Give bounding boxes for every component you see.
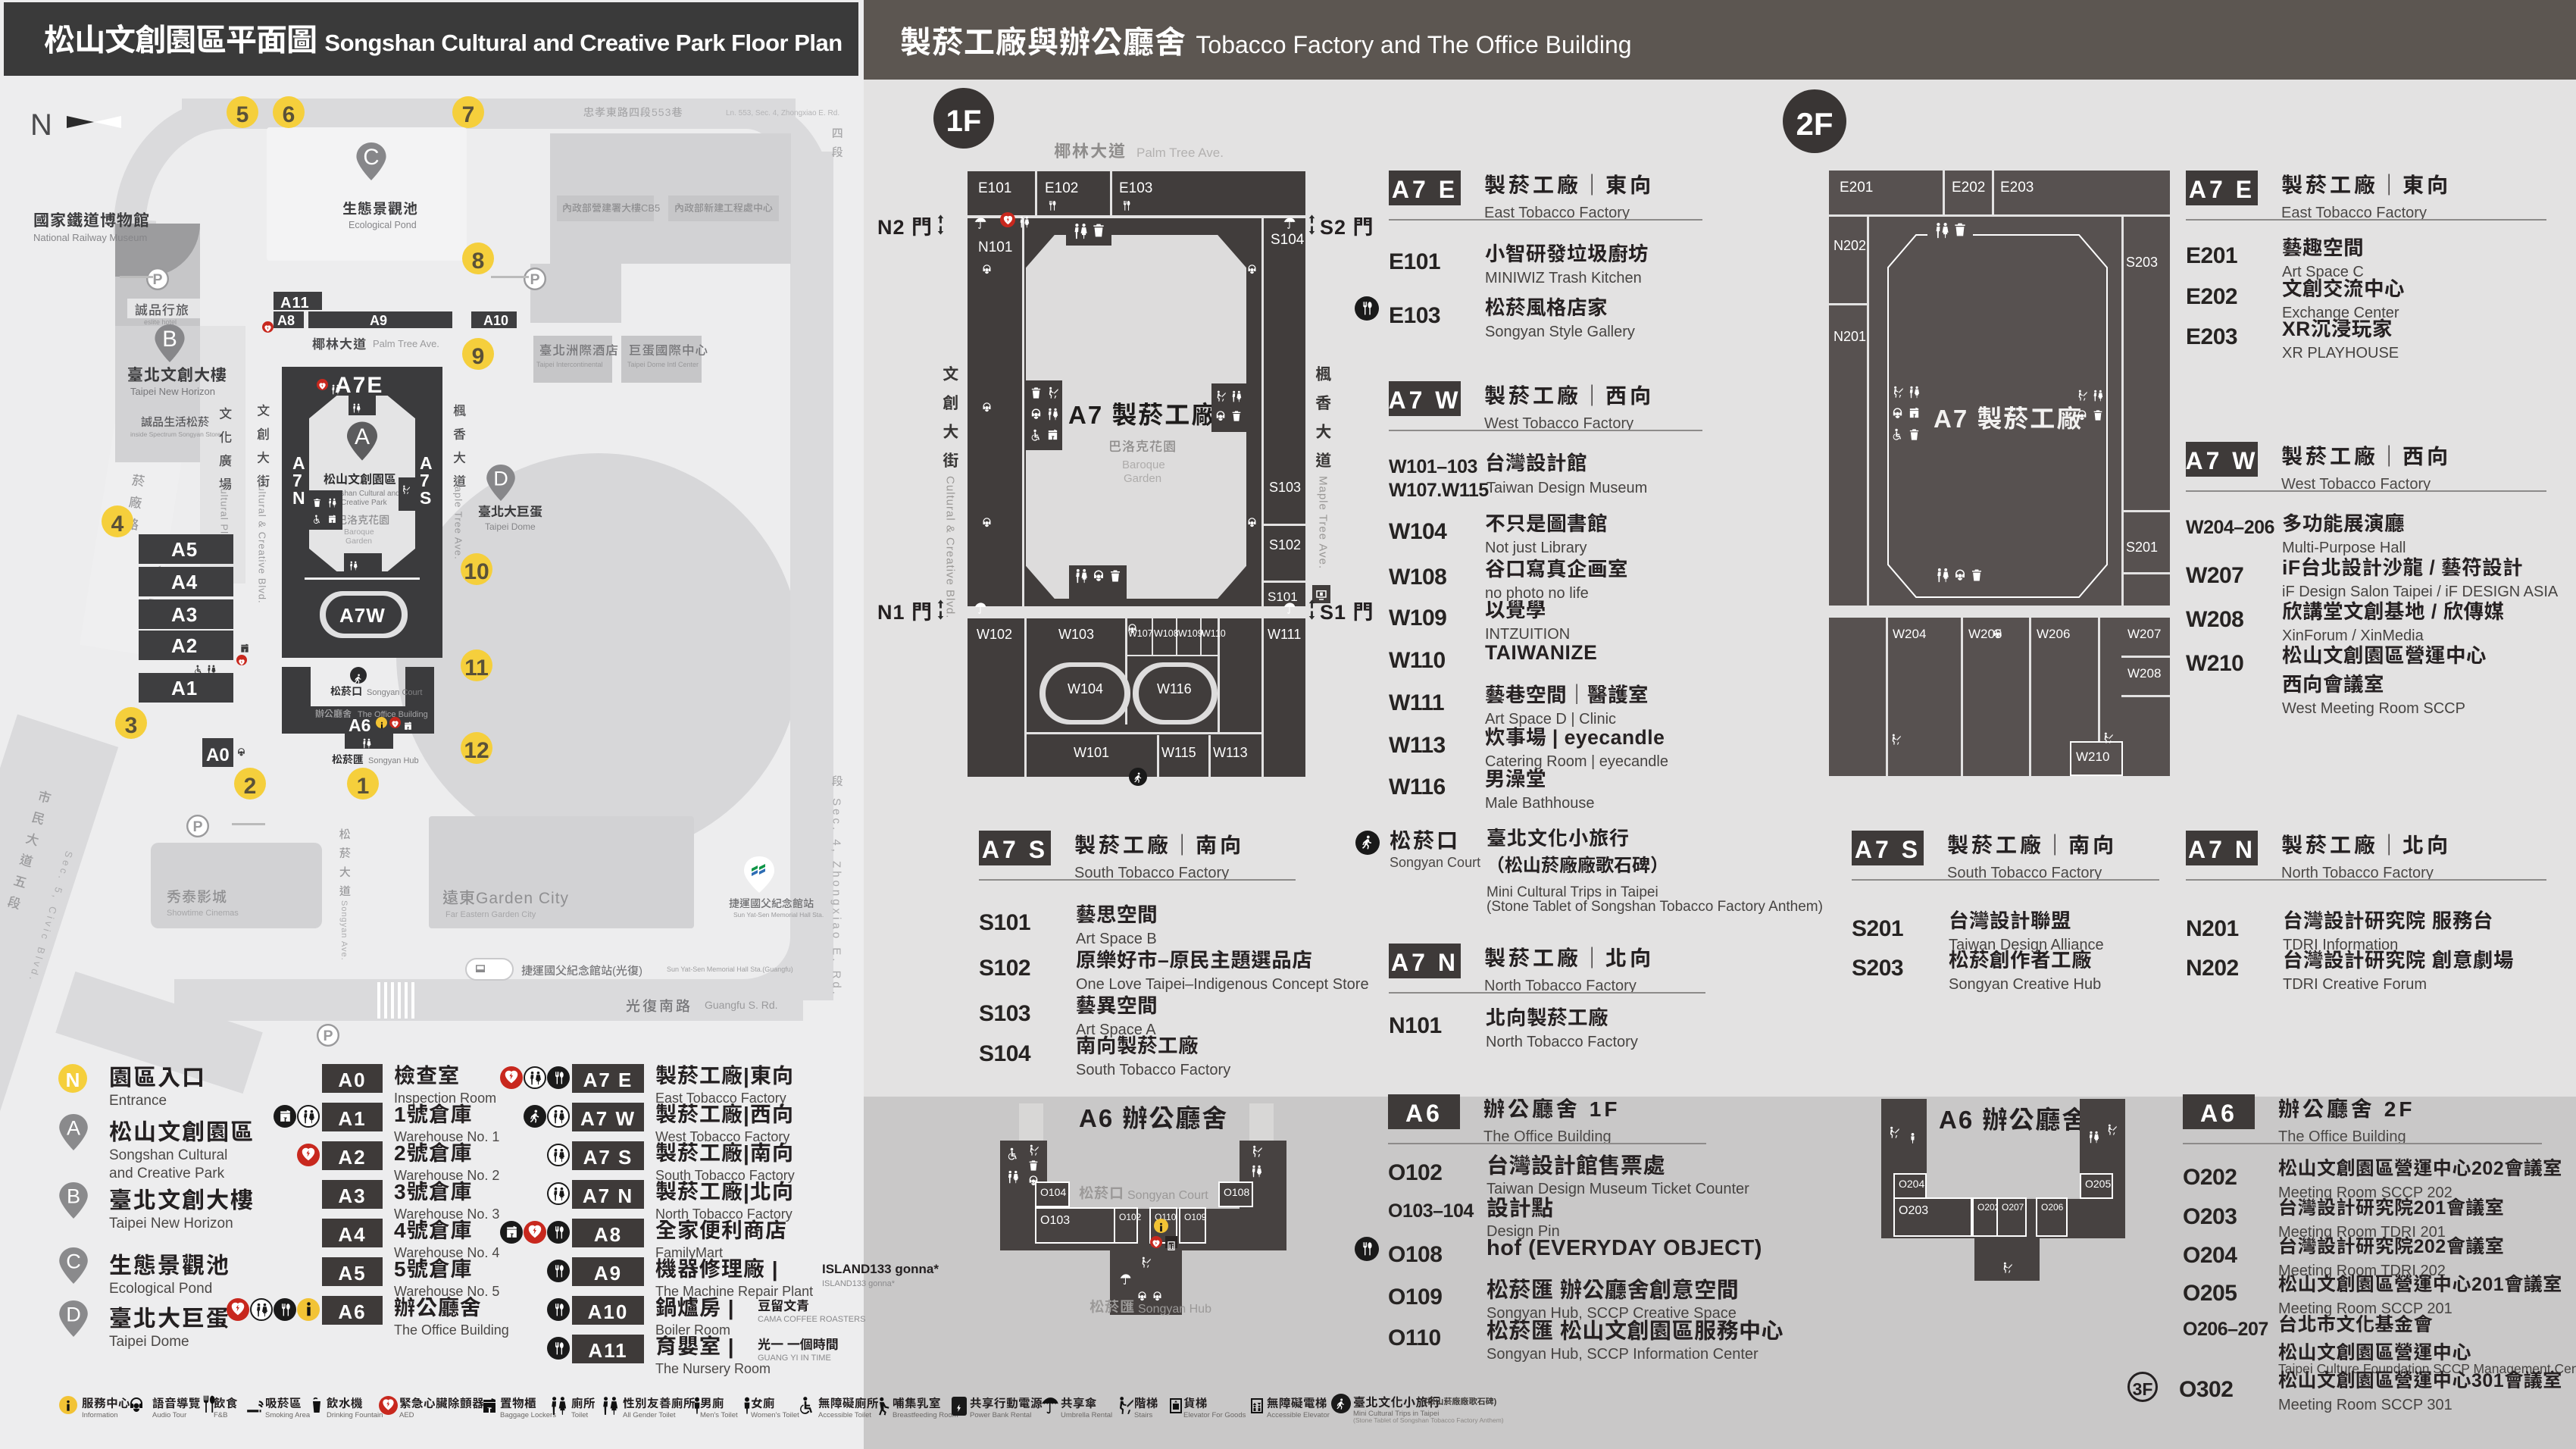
svg-text:P: P bbox=[323, 1028, 333, 1044]
svg-text:P: P bbox=[530, 271, 539, 288]
svg-text:B: B bbox=[162, 327, 177, 352]
svg-text:A: A bbox=[355, 424, 370, 449]
svg-text:B: B bbox=[67, 1185, 80, 1208]
svg-text:P: P bbox=[152, 271, 162, 288]
svg-text:D: D bbox=[493, 467, 508, 490]
svg-text:A: A bbox=[67, 1116, 81, 1140]
svg-text:P: P bbox=[192, 818, 202, 835]
svg-text:C: C bbox=[363, 145, 379, 170]
svg-text:C: C bbox=[66, 1250, 81, 1273]
svg-text:D: D bbox=[66, 1303, 81, 1326]
